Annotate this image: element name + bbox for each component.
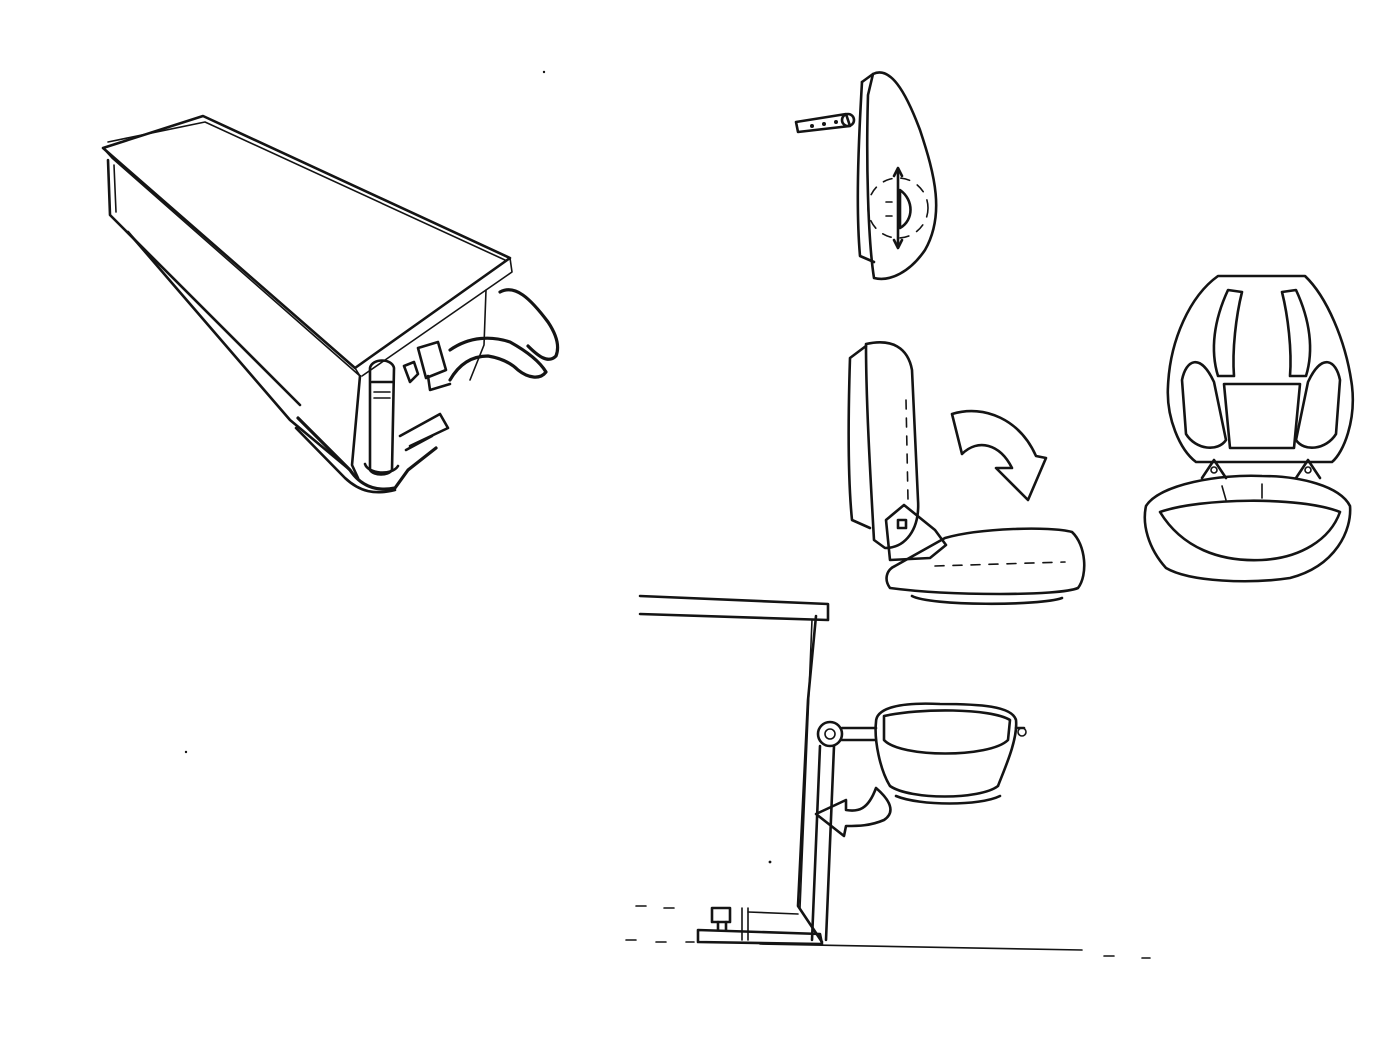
folding-seat-sketch [847, 341, 1086, 606]
folding-seat-backrest [864, 341, 920, 550]
bench-cable-arm [448, 336, 548, 382]
support-pole [810, 744, 836, 942]
floor-mount [696, 928, 824, 946]
bench-side-panel [350, 374, 362, 480]
bench-control-block [416, 340, 448, 380]
pivot-joint [816, 720, 844, 748]
floor-line [759, 943, 1083, 951]
swing-seat-tub [874, 702, 1018, 798]
bench-top-surface [101, 114, 512, 370]
backrest-shell [865, 71, 938, 281]
rotate-arrow-icon [950, 409, 1048, 502]
bench-post [368, 359, 396, 476]
bench-base-plate [296, 416, 438, 491]
backrest-dial [867, 177, 929, 239]
bench-console-sketch [101, 114, 560, 494]
folding-seat-cushion [885, 527, 1086, 596]
backrest-side-sketch [794, 71, 938, 281]
bench-end-panel [106, 158, 302, 407]
folding-seat-hinge [884, 503, 948, 562]
rotate-arrow-icon [814, 786, 892, 838]
wall-swing-seat-sketch [625, 594, 1151, 959]
seat-front-sketch [1143, 274, 1355, 583]
seat-front-backrest-frame [1166, 274, 1355, 464]
seat-front-cushion [1143, 474, 1352, 583]
wall-frame [638, 594, 830, 622]
